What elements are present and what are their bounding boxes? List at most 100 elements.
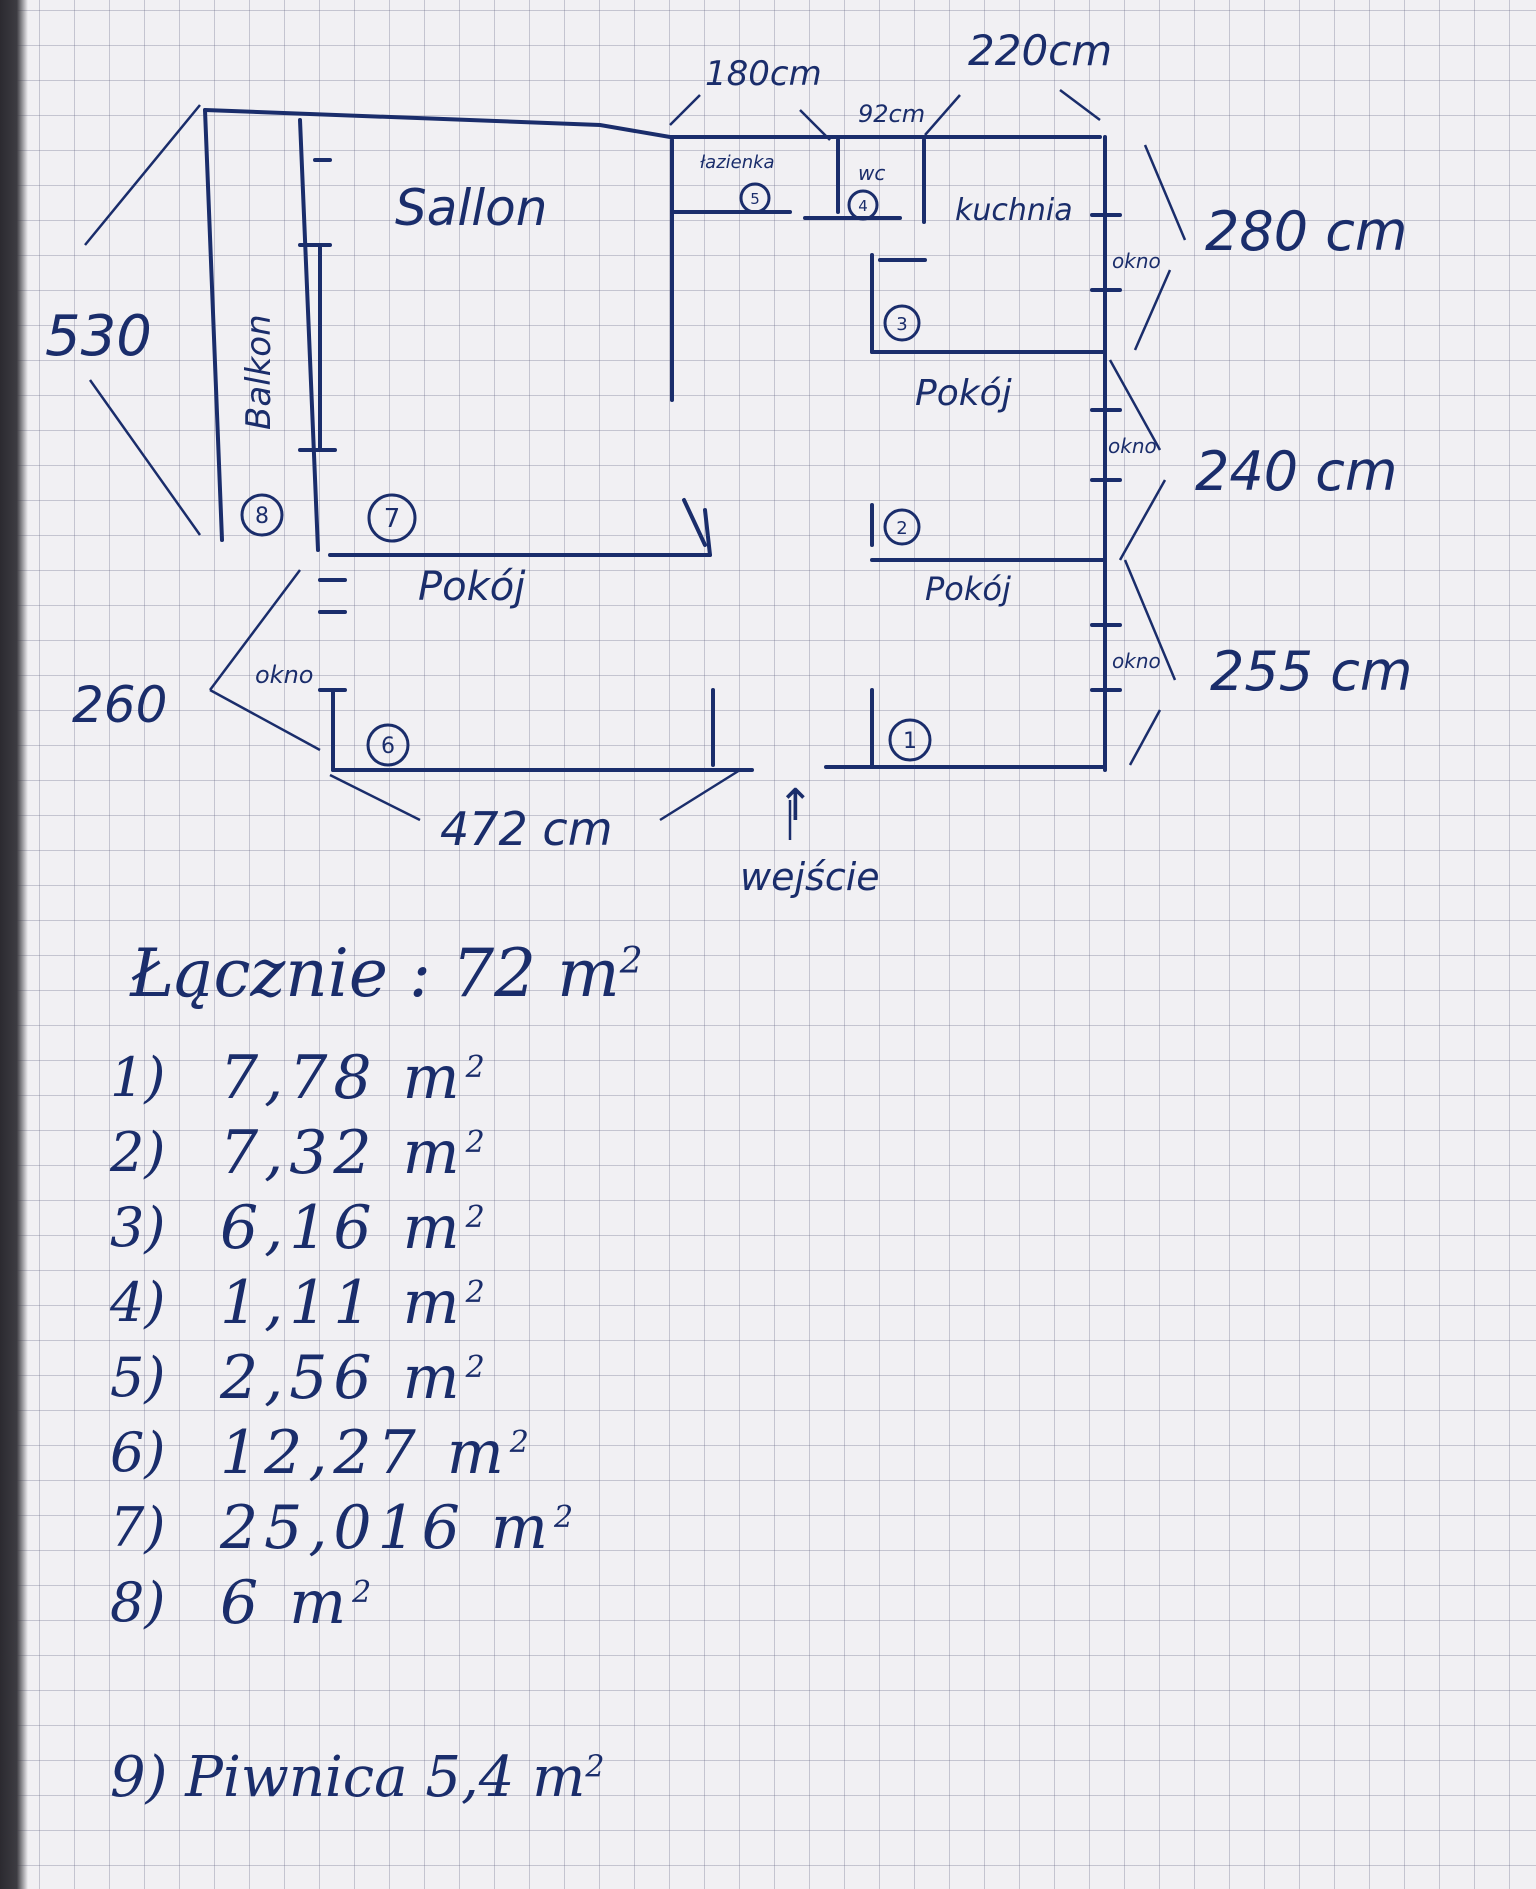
room-pokoj-left: Pokój	[418, 564, 526, 610]
cellar-area: 9) Piwnica 5,4 m2	[110, 1745, 604, 1810]
dim-280: 280 cm	[1205, 200, 1408, 263]
total-unit: m	[557, 935, 620, 1012]
area-unit: m	[402, 1192, 466, 1263]
dim-180: 180cm	[705, 54, 822, 94]
marker-circle-5	[739, 182, 771, 214]
dim-530: 530	[45, 304, 152, 369]
room-salon: Sallon	[395, 179, 547, 237]
dim-line-255	[1123, 559, 1177, 766]
cellar-unit: m	[532, 1745, 586, 1810]
area-value: 6,16	[220, 1192, 378, 1263]
area-unit: m	[491, 1492, 554, 1563]
room-balkon: Balkon	[239, 314, 279, 430]
window-ticks	[318, 578, 347, 692]
dim-line-260	[209, 569, 321, 752]
marker-5: 5	[750, 190, 760, 208]
marker-circle-3	[883, 304, 921, 342]
area-number: 5)	[110, 1346, 166, 1409]
cellar-value: 5,4	[425, 1745, 515, 1810]
cellar-label: Piwnica	[185, 1745, 408, 1810]
dimension-bracket	[298, 158, 337, 452]
marker-circle-1	[888, 718, 932, 762]
window-label-room1: okno	[1112, 649, 1161, 673]
marker-6: 6	[381, 734, 395, 759]
entrance-label: wejście	[740, 855, 880, 899]
dim-line-280	[1133, 144, 1187, 351]
window-label-room6: okno	[255, 661, 313, 689]
area-unit: m	[446, 1417, 510, 1488]
entrance-arrow: ↑	[777, 780, 814, 831]
dim-92: 92cm	[858, 100, 925, 128]
area-number: 8)	[110, 1571, 166, 1634]
dim-220: 220cm	[968, 26, 1112, 75]
list-item: 1) 7,78 m2	[110, 1040, 579, 1115]
area-number: 7)	[110, 1496, 166, 1559]
marker-7: 7	[384, 504, 401, 534]
window-label-room3: okno	[1108, 434, 1157, 458]
area-exp: 2	[465, 1349, 491, 1385]
dim-260: 260	[72, 676, 167, 734]
area-exp: 2	[553, 1499, 580, 1535]
area-number: 3)	[110, 1196, 166, 1259]
marker-1: 1	[903, 729, 917, 754]
window-ticks	[1090, 213, 1122, 692]
marker-circle-4	[847, 189, 879, 221]
list-item: 7) 25,016 m2	[110, 1490, 579, 1565]
list-item: 6) 12,27 m2	[110, 1415, 579, 1490]
area-unit: m	[402, 1267, 466, 1338]
marker-3: 3	[896, 314, 907, 335]
list-item: 2) 7,32 m2	[110, 1115, 579, 1190]
wall-salon-left	[298, 118, 320, 552]
dim-240: 240 cm	[1195, 440, 1398, 503]
window-label-kitchen: okno	[1112, 249, 1161, 273]
area-unit: m	[402, 1042, 466, 1113]
total-separator: :	[408, 935, 432, 1012]
area-unit: m	[402, 1117, 466, 1188]
marker-8: 8	[255, 504, 269, 529]
cellar-exp: 2	[585, 1749, 605, 1785]
marker-circle-8	[240, 493, 284, 537]
room-lazienka: łazienka	[700, 152, 775, 173]
marker-2: 2	[896, 518, 907, 539]
area-number: 6)	[110, 1421, 166, 1484]
area-unit: m	[289, 1567, 353, 1638]
area-exp: 2	[509, 1424, 535, 1460]
area-exp: 2	[465, 1274, 491, 1310]
wall-corridor-left	[703, 508, 712, 557]
wall-balcony-left	[203, 108, 224, 542]
list-item: 5) 2,56 m2	[110, 1340, 579, 1415]
room-wc: wc	[858, 161, 885, 185]
area-number: 2)	[110, 1121, 166, 1184]
total-label: Łącznie	[130, 935, 388, 1012]
marker-4: 4	[858, 197, 868, 215]
area-exp: 2	[465, 1124, 491, 1160]
total-value: 72	[452, 935, 537, 1012]
total-exp: 2	[619, 941, 643, 982]
marker-circle-7	[367, 493, 417, 543]
area-value: 7,32	[220, 1117, 378, 1188]
room-kuchnia: kuchnia	[955, 193, 1073, 228]
total-area: Łącznie : 72 m2	[130, 935, 643, 1012]
area-number: 4)	[110, 1271, 166, 1334]
list-item: 3) 6,16 m2	[110, 1190, 579, 1265]
dim-255: 255 cm	[1210, 640, 1413, 703]
dim-line-240	[1108, 359, 1167, 561]
area-exp: 2	[352, 1574, 378, 1610]
area-exp: 2	[465, 1199, 491, 1235]
area-unit: m	[402, 1342, 466, 1413]
cellar-number: 9)	[110, 1745, 168, 1810]
area-value: 7,78	[220, 1042, 378, 1113]
dim-line-180	[669, 94, 831, 141]
area-value: 12,27	[220, 1417, 422, 1488]
dim-472: 472 cm	[440, 802, 613, 856]
area-value: 6	[220, 1567, 265, 1638]
dim-line-220	[924, 89, 1101, 136]
door-mark	[682, 498, 707, 547]
wall-top	[203, 108, 1102, 139]
marker-circle-6	[366, 723, 410, 767]
area-value: 2,56	[220, 1342, 378, 1413]
area-exp: 2	[465, 1049, 491, 1085]
photo-dark-edge	[0, 0, 28, 1889]
room-pokoj-right-lower: Pokój	[925, 570, 1011, 608]
list-item: 4) 1,11 m2	[110, 1265, 579, 1340]
